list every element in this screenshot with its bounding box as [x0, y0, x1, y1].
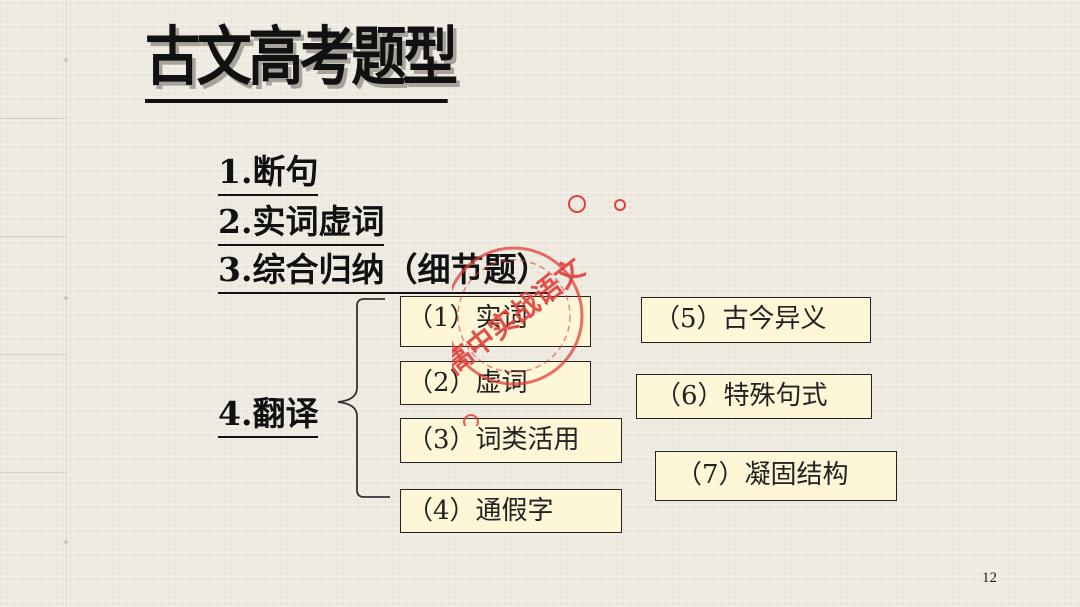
translation-point-6: （6）特殊句式: [636, 374, 872, 419]
slide-title: 古文高考题型: [145, 6, 458, 103]
curly-brace: [337, 298, 390, 498]
translation-point-2: （2）虚词: [400, 361, 591, 405]
translation-point-1: （1）实词: [400, 296, 591, 347]
translation-point-5: （5）古今异义: [641, 297, 871, 343]
heading-sentence-breaking: 1.断句: [218, 152, 319, 196]
heading-content-function-words: 2.实词虚词: [218, 202, 385, 246]
translation-point-4: （4）通假字: [400, 489, 622, 533]
page-number: 12: [982, 570, 997, 586]
heading-comprehensive-summary: 3.综合归纳（细节题）: [218, 250, 550, 294]
translation-point-7: （7）凝固结构: [655, 451, 897, 501]
title-underline: [145, 99, 448, 103]
slide-title-text: 古文高考题型: [145, 21, 458, 95]
heading-translation: 4.翻译: [218, 394, 319, 438]
translation-point-3: （3）词类活用: [400, 418, 622, 463]
left-margin-decoration: [0, 0, 68, 607]
